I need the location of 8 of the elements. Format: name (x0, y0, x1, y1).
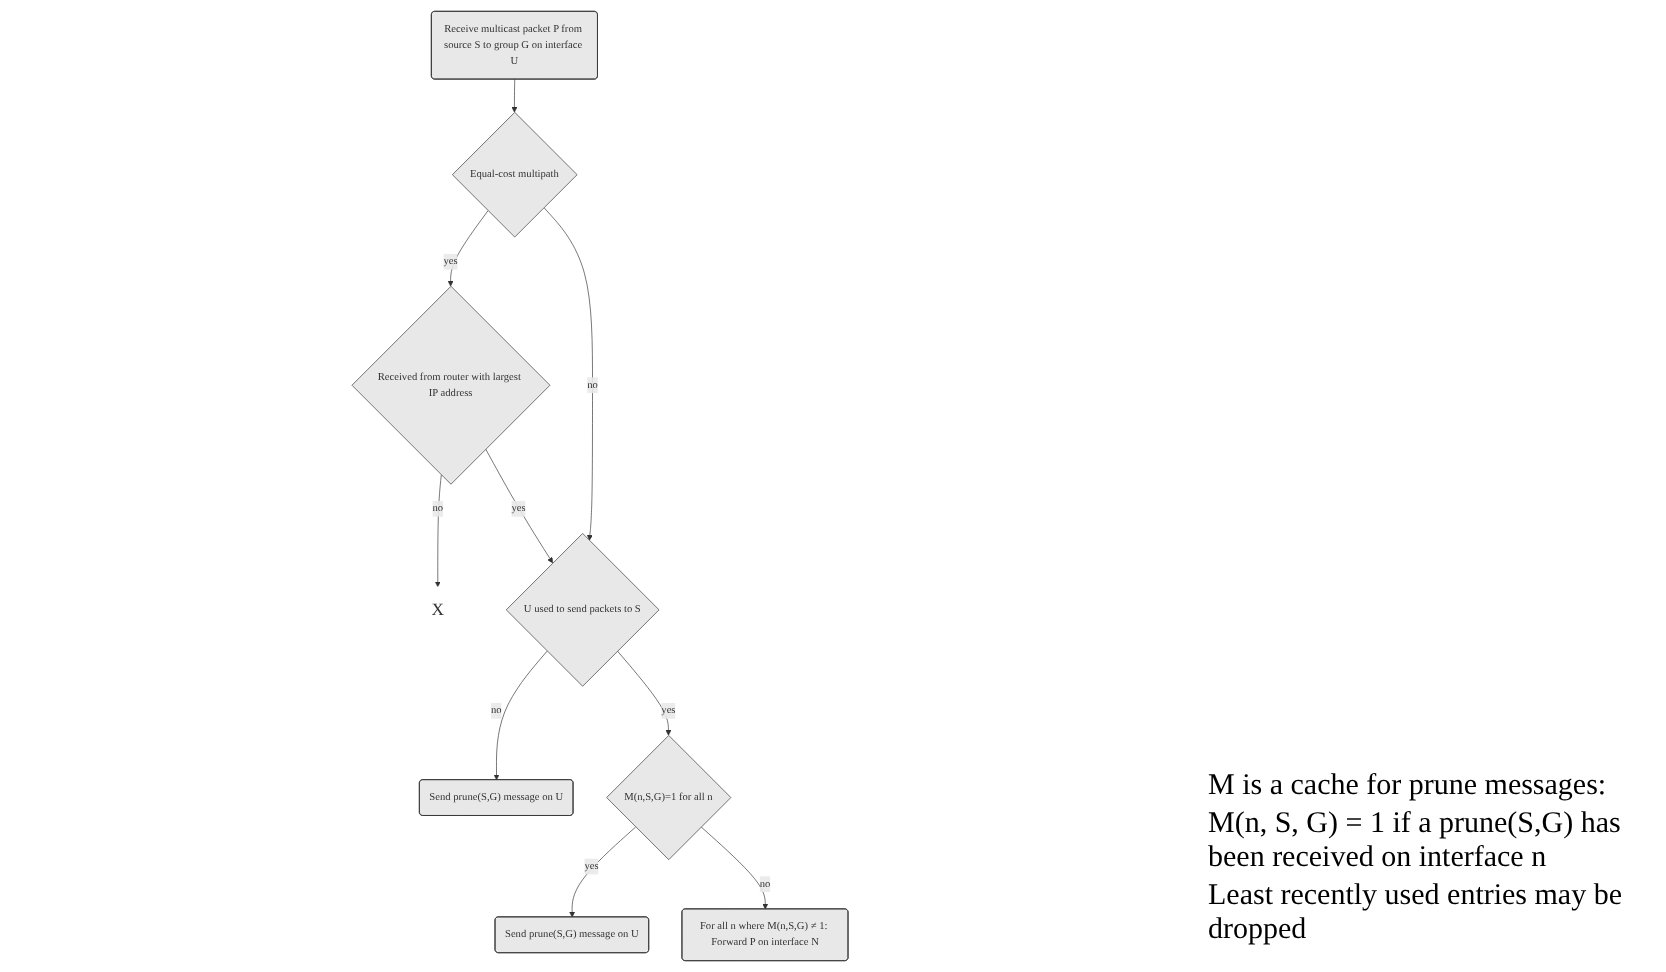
node-diamond (351, 285, 551, 485)
note-text: M is a cache for prune messages: (1208, 770, 1609, 804)
node-diamond (452, 112, 578, 238)
node-text: X (431, 600, 445, 620)
node-diamond (606, 735, 732, 860)
note-text: M(n, S, G) = 1 if a prune(S,G) has been received on interface n (1208, 808, 1623, 876)
node-diamond (505, 533, 660, 687)
note-text: Least recently used entries may be dropped (1208, 880, 1624, 948)
